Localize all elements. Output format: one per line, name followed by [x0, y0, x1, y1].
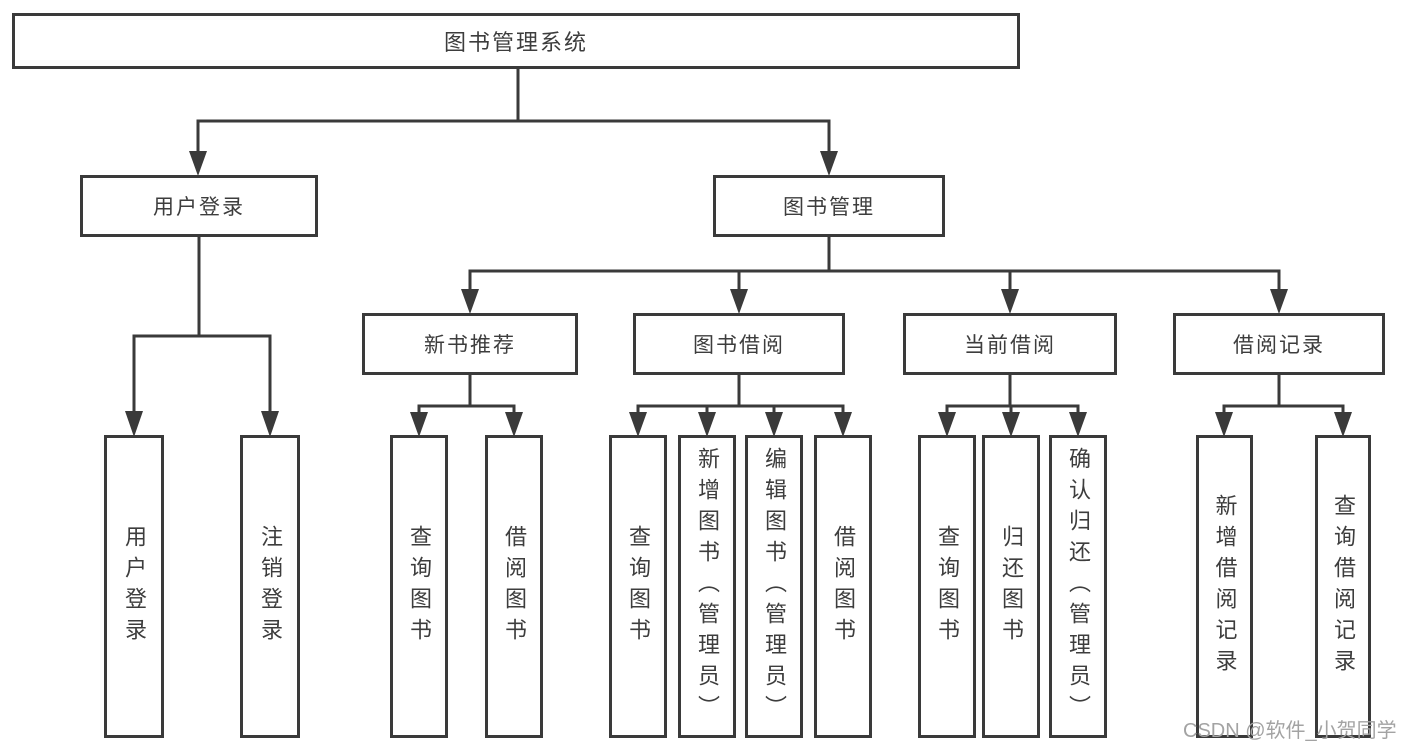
connector-new-books-to-leaves: [410, 373, 523, 437]
arrow-down-icon: [1270, 289, 1288, 314]
node-leaf-return-books-label: 归还图书: [999, 524, 1024, 649]
node-leaf-user-login: 用户登录: [104, 435, 164, 738]
node-leaf-query-books-new-label: 查询图书: [407, 524, 432, 649]
node-root-label: 图书管理系统: [443, 30, 588, 55]
node-current-borrow: 当前借阅: [903, 313, 1117, 375]
node-book-management-label: 图书管理: [783, 196, 875, 219]
node-leaf-confirm-return-admin-label: 确认归还（管理员）: [1066, 447, 1091, 726]
node-borrow-records: 借阅记录: [1173, 313, 1385, 375]
arrow-down-icon: [1215, 412, 1233, 437]
node-leaf-edit-book-admin: 编辑图书（管理员）: [745, 435, 803, 738]
node-leaf-query-books-current: 查询图书: [918, 435, 976, 738]
arrow-down-icon: [938, 412, 956, 437]
node-leaf-borrow-books-new-label: 借阅图书: [502, 524, 527, 649]
node-user-login: 用户登录: [80, 175, 318, 237]
arrow-down-icon: [820, 151, 838, 176]
node-leaf-query-borrow-record-label: 查询借阅记录: [1331, 493, 1356, 680]
node-book-borrow: 图书借阅: [633, 313, 845, 375]
arrow-down-icon: [410, 412, 428, 437]
arrow-down-icon: [189, 151, 207, 176]
node-leaf-edit-book-admin-label: 编辑图书（管理员）: [762, 447, 787, 726]
node-leaf-borrow-books: 借阅图书: [814, 435, 872, 738]
arrow-down-icon: [1069, 412, 1087, 437]
node-book-management: 图书管理: [713, 175, 945, 237]
node-leaf-query-borrow-record: 查询借阅记录: [1315, 435, 1371, 738]
arrow-down-icon: [765, 412, 783, 437]
node-borrow-records-label: 借阅记录: [1233, 334, 1325, 357]
node-new-book-recommend-label: 新书推荐: [424, 334, 516, 357]
node-leaf-query-books-current-label: 查询图书: [935, 524, 960, 649]
connector-user-login-to-leaves: [125, 235, 279, 437]
connector-borrowing-to-leaves: [629, 373, 852, 437]
node-leaf-confirm-return-admin: 确认归还（管理员）: [1049, 435, 1107, 738]
arrow-down-icon: [125, 411, 143, 437]
connector-current-to-leaves: [938, 373, 1087, 437]
arrow-down-icon: [730, 289, 748, 314]
arrow-down-icon: [461, 289, 479, 314]
node-leaf-add-book-admin: 新增图书（管理员）: [678, 435, 736, 738]
node-root: 图书管理系统: [12, 13, 1020, 69]
node-leaf-query-books-new: 查询图书: [390, 435, 448, 738]
node-leaf-user-login-label: 用户登录: [122, 524, 147, 649]
node-new-book-recommend: 新书推荐: [362, 313, 578, 375]
node-leaf-add-borrow-record: 新增借阅记录: [1196, 435, 1253, 738]
node-leaf-query-books-borrow: 查询图书: [609, 435, 667, 738]
node-leaf-add-borrow-record-label: 新增借阅记录: [1212, 493, 1238, 680]
csdn-watermark: CSDN @软件_小贺同学: [1183, 720, 1397, 742]
connector-root-to-level2: [189, 67, 838, 176]
arrow-down-icon: [1002, 412, 1020, 437]
node-current-borrow-label: 当前借阅: [964, 334, 1056, 357]
arrow-down-icon: [1001, 289, 1019, 314]
arrow-down-icon: [834, 412, 852, 437]
node-leaf-logout-label: 注销登录: [258, 524, 283, 649]
node-book-borrow-label: 图书借阅: [693, 334, 785, 357]
node-leaf-logout: 注销登录: [240, 435, 300, 738]
arrow-down-icon: [505, 412, 523, 437]
node-user-login-label: 用户登录: [153, 196, 245, 219]
arrow-down-icon: [698, 412, 716, 437]
node-leaf-borrow-books-label: 借阅图书: [831, 524, 856, 649]
node-leaf-query-books-borrow-label: 查询图书: [626, 524, 651, 649]
arrow-down-icon: [1334, 412, 1352, 437]
arrow-down-icon: [629, 412, 647, 437]
arrow-down-icon: [261, 411, 279, 437]
node-leaf-borrow-books-new: 借阅图书: [485, 435, 543, 738]
node-leaf-add-book-admin-label: 新增图书（管理员）: [695, 447, 720, 726]
connector-records-to-leaves: [1215, 373, 1352, 437]
connector-book-mgmt-to-level3: [461, 235, 1288, 314]
node-leaf-return-books: 归还图书: [982, 435, 1040, 738]
